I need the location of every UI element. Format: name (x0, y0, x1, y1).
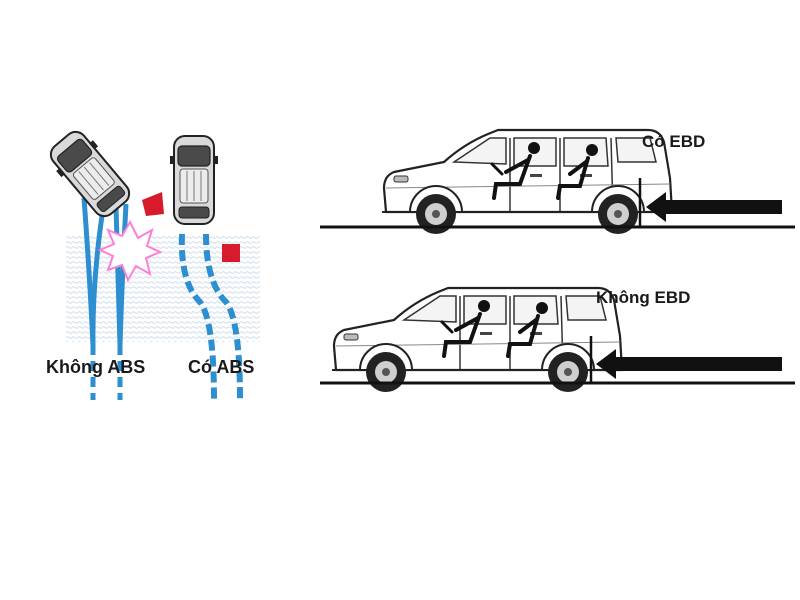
car-side-view-icon (330, 286, 626, 394)
obstacle-icon (142, 192, 164, 216)
arrow-left-icon (596, 349, 782, 379)
skid-tracks-without-abs (81, 197, 129, 400)
ebd-comparison-panel (320, 128, 795, 394)
label-with-ebd: Có EBD (642, 132, 706, 151)
label-without-ebd: Không EBD (596, 288, 691, 307)
label-with-abs: Có ABS (188, 357, 255, 377)
label-without-abs: Không ABS (46, 357, 146, 377)
steering-tracks-with-abs (178, 233, 243, 401)
abs-comparison-panel (42, 123, 260, 401)
impact-burst-icon (97, 219, 163, 283)
obstacle-icon (222, 244, 240, 262)
arrow-left-icon (646, 192, 782, 222)
car-top-view-icon (42, 123, 138, 225)
car-side-view-icon (380, 128, 676, 236)
car-top-view-icon (169, 135, 219, 225)
